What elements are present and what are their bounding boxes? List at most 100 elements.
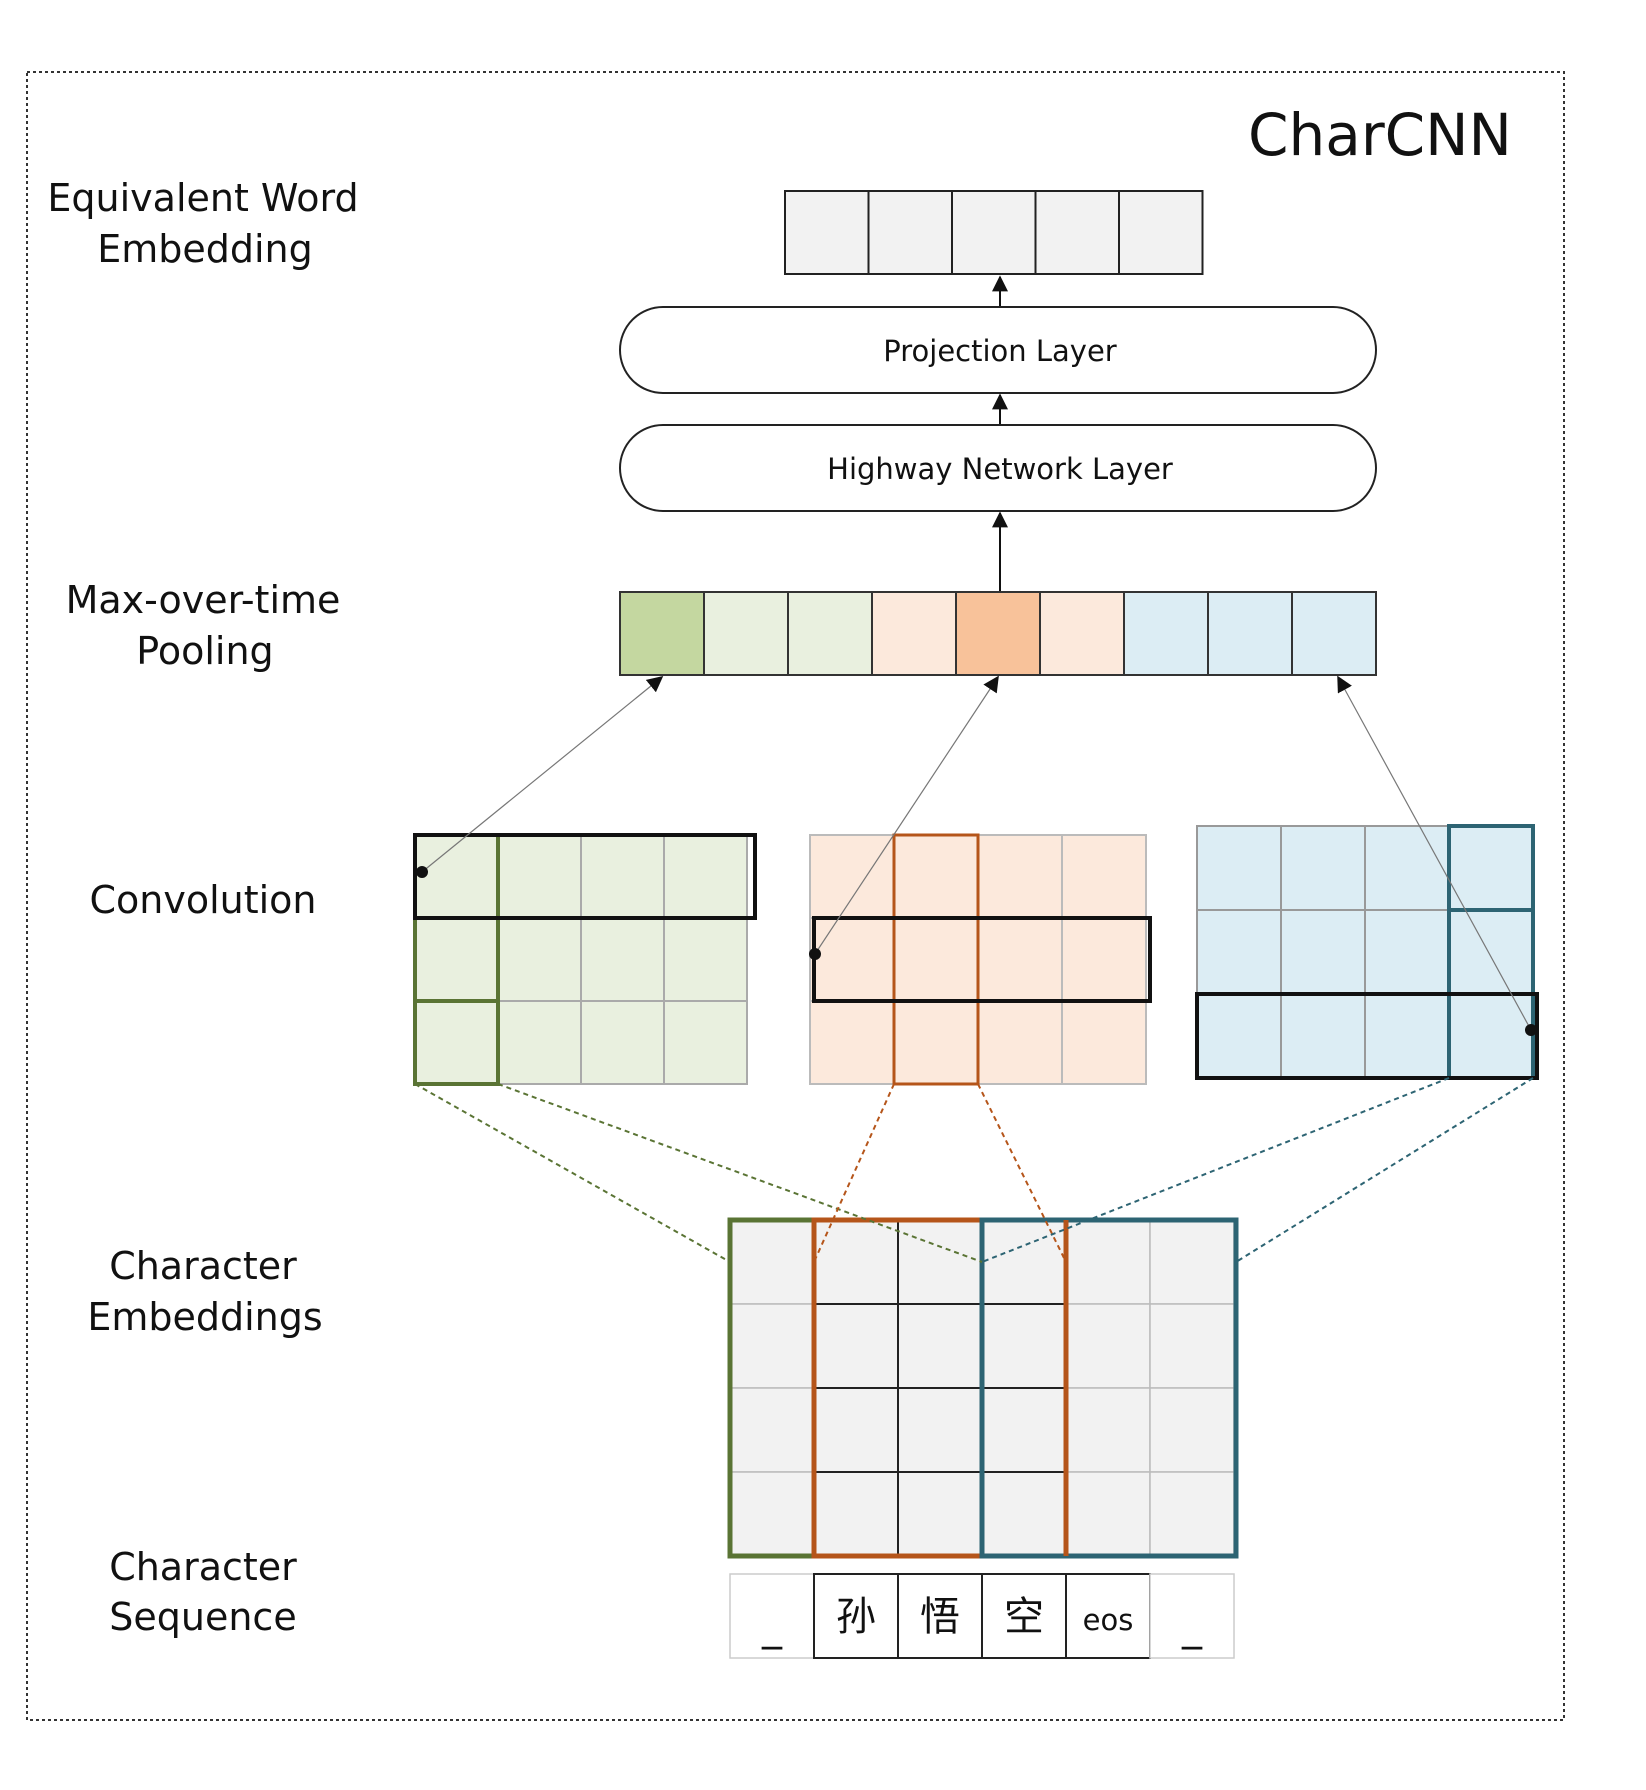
conv-orange-cell bbox=[1061, 834, 1147, 919]
char-sequence-token: 悟 bbox=[920, 1594, 960, 1640]
conv-orange-cell bbox=[893, 1000, 979, 1085]
char-sequence-cell bbox=[1149, 1573, 1235, 1659]
char-embedding-cell bbox=[897, 1219, 983, 1305]
char-embedding-matrix bbox=[727, 1217, 1239, 1559]
conv-orange-cell bbox=[1061, 1000, 1147, 1085]
pooling-cell bbox=[703, 591, 789, 676]
conv-blue-cell bbox=[1196, 993, 1282, 1079]
conv-orange-cell bbox=[809, 1000, 895, 1085]
pooling-cell bbox=[787, 591, 873, 676]
char-sequence-cell bbox=[981, 1573, 1067, 1659]
word-embedding-vector bbox=[784, 190, 1204, 275]
char-embedding-cell bbox=[981, 1471, 1067, 1557]
conv-green-cell bbox=[580, 1000, 665, 1085]
conv-blue-cell bbox=[1280, 825, 1366, 911]
conv-green-cell bbox=[663, 1000, 748, 1085]
pooling-arrow-blue bbox=[1337, 675, 1532, 1031]
conv-blue-cell bbox=[1448, 909, 1534, 995]
char-embedding-cell bbox=[897, 1303, 983, 1389]
label-char-sequence-2: Sequence bbox=[109, 1595, 296, 1639]
highway-network-layer: Highway Network Layer bbox=[619, 424, 1377, 512]
projection-layer: Projection Layer bbox=[619, 306, 1377, 394]
diagram-frame bbox=[26, 71, 1565, 1721]
pooling-cell bbox=[619, 591, 705, 676]
pooling-arrow-green bbox=[421, 675, 664, 873]
conv-green-cell bbox=[497, 917, 582, 1002]
max-point-dot bbox=[416, 866, 428, 878]
conv-blue-cell bbox=[1448, 993, 1534, 1079]
conv-orange-cell bbox=[809, 917, 895, 1002]
conv-orange-cell bbox=[977, 1000, 1063, 1085]
conv-blue-max-row bbox=[1195, 992, 1539, 1080]
conv-green-cell bbox=[663, 917, 748, 1002]
pooling-cell bbox=[1207, 591, 1293, 676]
dotted-link-blue bbox=[1235, 1077, 1534, 1263]
dotted-link-blue bbox=[981, 1077, 1450, 1263]
char-embedding-cell bbox=[1149, 1303, 1235, 1389]
pooling-cell bbox=[871, 591, 957, 676]
conv-blue-cell bbox=[1196, 909, 1282, 995]
char-embedding-cell bbox=[1149, 1471, 1235, 1557]
label-char-embeddings-2: Embeddings bbox=[87, 1295, 322, 1339]
conv-blue-cell bbox=[1280, 993, 1366, 1079]
char-embedding-cell bbox=[1065, 1219, 1151, 1305]
conv-orange-cell bbox=[977, 834, 1063, 919]
char-sequence-cell bbox=[813, 1573, 899, 1659]
char-sequence-token: eos bbox=[1083, 1603, 1134, 1637]
word-embedding-cell bbox=[951, 190, 1037, 275]
word-embedding-cell bbox=[1034, 190, 1120, 275]
conv-orange-cell bbox=[893, 917, 979, 1002]
pooling-cell bbox=[1123, 591, 1209, 676]
conv-map-orange bbox=[809, 833, 1152, 1086]
label-pooling-2: Pooling bbox=[136, 629, 273, 673]
conv-green-cell bbox=[497, 834, 582, 919]
conv-orange-cell bbox=[977, 917, 1063, 1002]
conv-green-cell bbox=[580, 834, 665, 919]
pooling-arrow-orange bbox=[814, 675, 999, 955]
connectors bbox=[414, 675, 1537, 1263]
diagram-title: CharCNN bbox=[1248, 101, 1512, 169]
char-embedding-cell bbox=[1149, 1387, 1235, 1473]
side-labels: Equivalent Word Embedding Max-over-time … bbox=[47, 176, 358, 1639]
char-embedding-cell bbox=[897, 1387, 983, 1473]
char-embedding-cell bbox=[897, 1471, 983, 1557]
conv-map-green bbox=[413, 833, 757, 1086]
char-embedding-cell bbox=[729, 1471, 815, 1557]
dotted-link-green bbox=[414, 1083, 731, 1263]
dotted-link-green bbox=[497, 1083, 983, 1263]
char-sequence-token: _ bbox=[761, 1604, 783, 1650]
char-sequence-token: 空 bbox=[1004, 1594, 1044, 1640]
dotted-link-orange bbox=[813, 1083, 895, 1263]
char-embedding-blue-window bbox=[979, 1217, 1239, 1559]
label-char-sequence-1: Character bbox=[109, 1545, 297, 1589]
conv-green-cell bbox=[497, 1000, 582, 1085]
conv-blue-cell bbox=[1364, 909, 1450, 995]
word-embedding-cell bbox=[1118, 190, 1204, 275]
char-embedding-cell bbox=[729, 1303, 815, 1389]
label-word-embedding-2: Embedding bbox=[97, 227, 313, 271]
char-embedding-cell bbox=[1065, 1303, 1151, 1389]
max-point-dot bbox=[1525, 1024, 1537, 1036]
highway-layer-label: Highway Network Layer bbox=[827, 452, 1173, 486]
char-embedding-cell bbox=[813, 1303, 899, 1389]
char-embedding-cell bbox=[981, 1219, 1067, 1305]
char-embedding-cell bbox=[1065, 1387, 1151, 1473]
char-sequence-token: _ bbox=[1181, 1604, 1203, 1650]
char-embedding-cell bbox=[813, 1387, 899, 1473]
max-point-dot bbox=[809, 948, 821, 960]
pooling-vector bbox=[619, 591, 1377, 676]
char-embedding-cell bbox=[1065, 1471, 1151, 1557]
char-embedding-cell bbox=[1149, 1219, 1235, 1305]
conv-orange-cell bbox=[809, 834, 895, 919]
conv-green-max-row bbox=[413, 833, 757, 920]
conv-blue-cell bbox=[1196, 825, 1282, 911]
pooling-cell bbox=[1291, 591, 1377, 676]
char-sequence-token: 孙 bbox=[836, 1594, 876, 1640]
dotted-link-orange bbox=[977, 1083, 1067, 1263]
pooling-cell bbox=[955, 591, 1041, 676]
word-embedding-cell bbox=[784, 190, 870, 275]
pooling-cell bbox=[1039, 591, 1125, 676]
conv-green-cell bbox=[663, 834, 748, 919]
conv-green-cell bbox=[580, 917, 665, 1002]
